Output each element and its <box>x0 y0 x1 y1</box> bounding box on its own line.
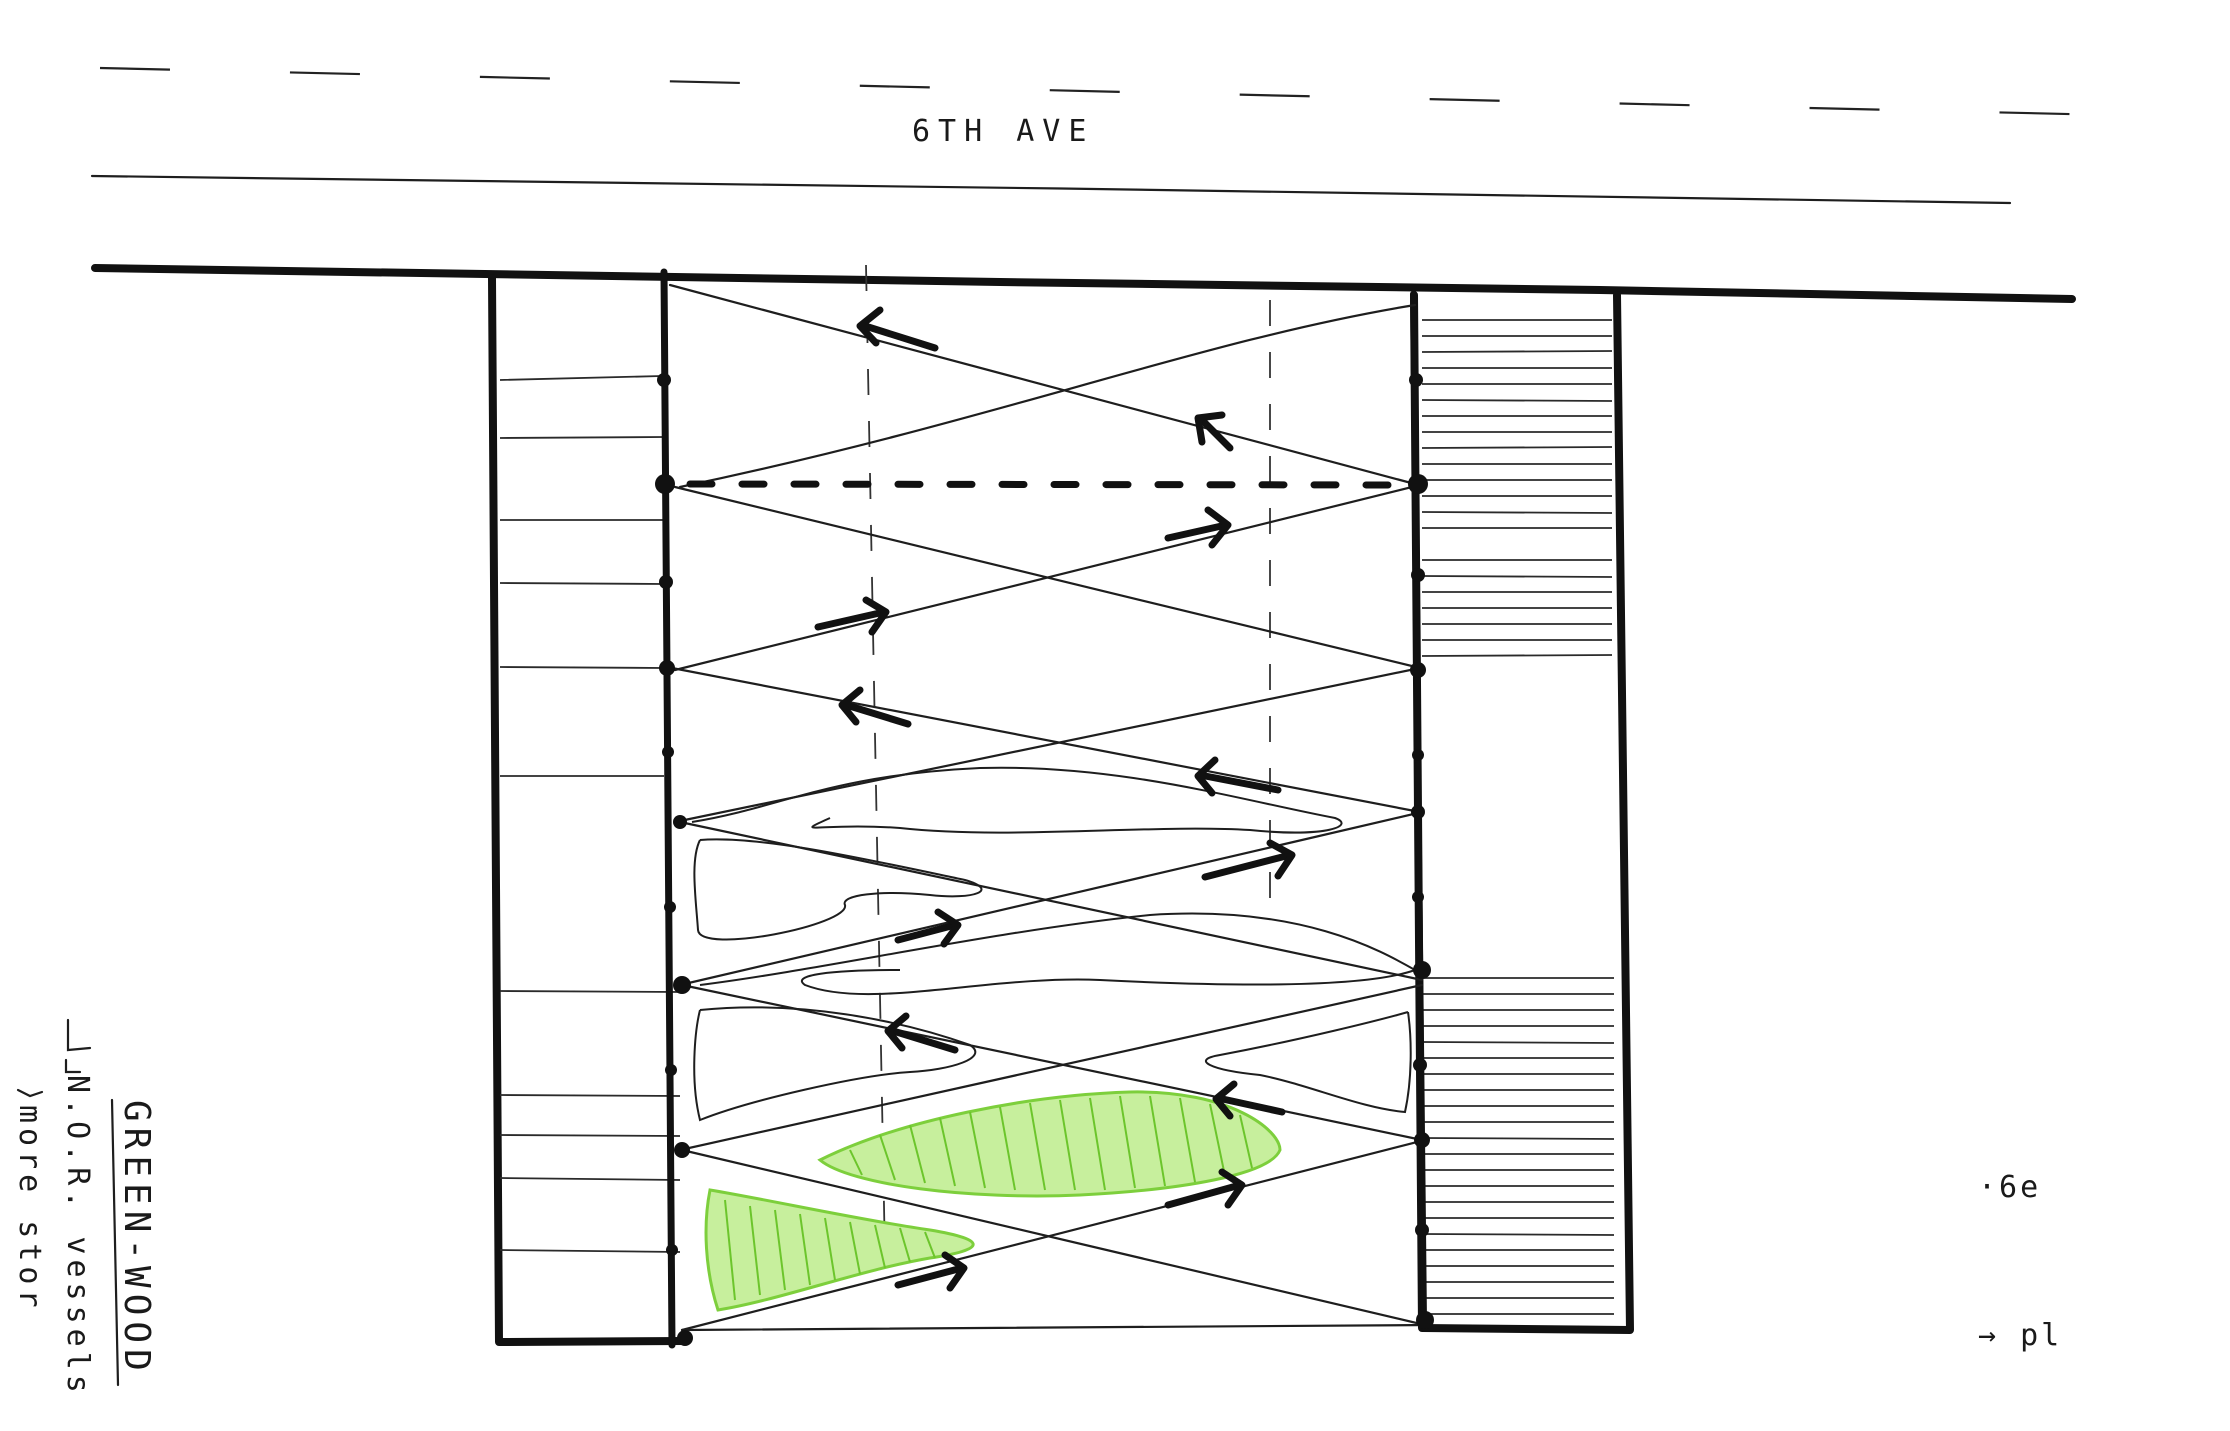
level-dashed-line <box>686 480 1414 489</box>
arrow-up-right <box>894 908 962 948</box>
column-dot <box>1409 373 1423 387</box>
left-building-floor-lines <box>499 375 681 1253</box>
green-hatching <box>724 1095 1253 1301</box>
right-building-hatch-upper <box>1421 319 1613 657</box>
notes-bracket <box>66 1018 92 1052</box>
column-dot <box>666 1244 678 1256</box>
column-dots <box>655 373 1434 1346</box>
street-band: 6TH AVE <box>90 66 2111 205</box>
arrow-up-left <box>1194 411 1234 452</box>
column-dot <box>1412 749 1424 761</box>
column-dot <box>664 901 676 913</box>
margin-mark-2: → pl <box>1978 1318 2062 1353</box>
column-dot <box>1413 1058 1427 1072</box>
column-dot <box>673 815 687 829</box>
left-building-outline <box>488 274 689 1346</box>
ramp-line <box>678 810 1424 987</box>
column-dot <box>1408 474 1428 494</box>
margin-mark-1: ·6e <box>1978 1170 2041 1205</box>
column-dot <box>1414 1132 1430 1148</box>
bed-outline <box>693 838 983 941</box>
column-dot <box>665 1064 677 1076</box>
bed-outline <box>1205 1011 1412 1114</box>
right-building <box>1410 291 1634 1334</box>
column-dot <box>1411 568 1425 582</box>
planting-areas <box>704 1090 1282 1312</box>
notes-line-1: N.O.R. vessels <box>60 1075 95 1398</box>
ramp-line <box>668 283 1417 486</box>
column-dot <box>1411 805 1425 819</box>
right-building-hatch-lower <box>1421 977 1615 1315</box>
street-centerline-dashed <box>99 66 2111 117</box>
ramp-line <box>673 483 1422 672</box>
planting-bed-outlines <box>691 766 1418 1122</box>
arrow-up-left <box>838 686 912 728</box>
column-dot <box>673 976 691 994</box>
street-curb-line <box>90 174 2012 205</box>
courtyard-left-wall <box>660 268 676 1349</box>
ramp-zigzag <box>668 283 1432 1332</box>
ramp-line <box>680 983 1424 1142</box>
property-line <box>91 264 2076 303</box>
arrow-up-right <box>894 1251 968 1292</box>
column-dot <box>1412 891 1424 903</box>
green-planting-bed-upper <box>817 1090 1282 1198</box>
ramp-line <box>678 983 1424 1152</box>
bottom-edge-line <box>680 1323 1432 1332</box>
column-dot <box>659 575 673 589</box>
arrow-up-left <box>1194 756 1282 797</box>
bed-outline <box>699 912 1418 996</box>
margin-marks: ·6e → pl <box>1978 1170 2062 1353</box>
arrow-up-left <box>856 306 939 352</box>
notes-line-2: more stor <box>12 1105 47 1313</box>
green-planting-bed-lower <box>704 1188 975 1312</box>
arrow-up-left <box>884 1012 959 1054</box>
arrow-up-right <box>1201 839 1296 881</box>
notes-arrow <box>64 1058 82 1074</box>
column-dot <box>662 746 674 758</box>
notes-title-underline <box>110 1098 120 1387</box>
ramp-line <box>680 1148 1427 1327</box>
guide-line-left <box>865 264 886 1259</box>
bed-outline <box>691 766 1343 834</box>
arrow-up-left <box>1212 1080 1286 1120</box>
notes-arrow <box>16 1088 44 1098</box>
arrow-up-right <box>1164 1168 1246 1209</box>
column-dot <box>1413 961 1431 979</box>
bed-outline <box>693 1006 977 1122</box>
circulation-arrows <box>814 306 1296 1292</box>
right-building-outline <box>1410 291 1634 1334</box>
column-dot <box>1416 1311 1434 1329</box>
column-dot <box>1415 1223 1429 1237</box>
arrow-up-right <box>1164 506 1232 549</box>
ramp-line <box>680 1138 1427 1332</box>
arrow-up-right <box>814 596 890 636</box>
column-dot <box>659 660 675 676</box>
street-name-label: 6TH AVE <box>912 114 1094 149</box>
left-building <box>488 274 689 1346</box>
column-dot <box>674 1142 690 1158</box>
column-dot <box>655 474 675 494</box>
column-dot <box>1410 662 1426 678</box>
column-dot <box>657 373 671 387</box>
ramp-line <box>670 666 1422 814</box>
column-dot <box>677 1330 693 1346</box>
ramp-line <box>678 303 1417 489</box>
handwritten-notes: GREEN-WOOD N.O.R. vessels more stor <box>12 1018 157 1398</box>
notes-title: GREEN-WOOD <box>116 1100 157 1377</box>
